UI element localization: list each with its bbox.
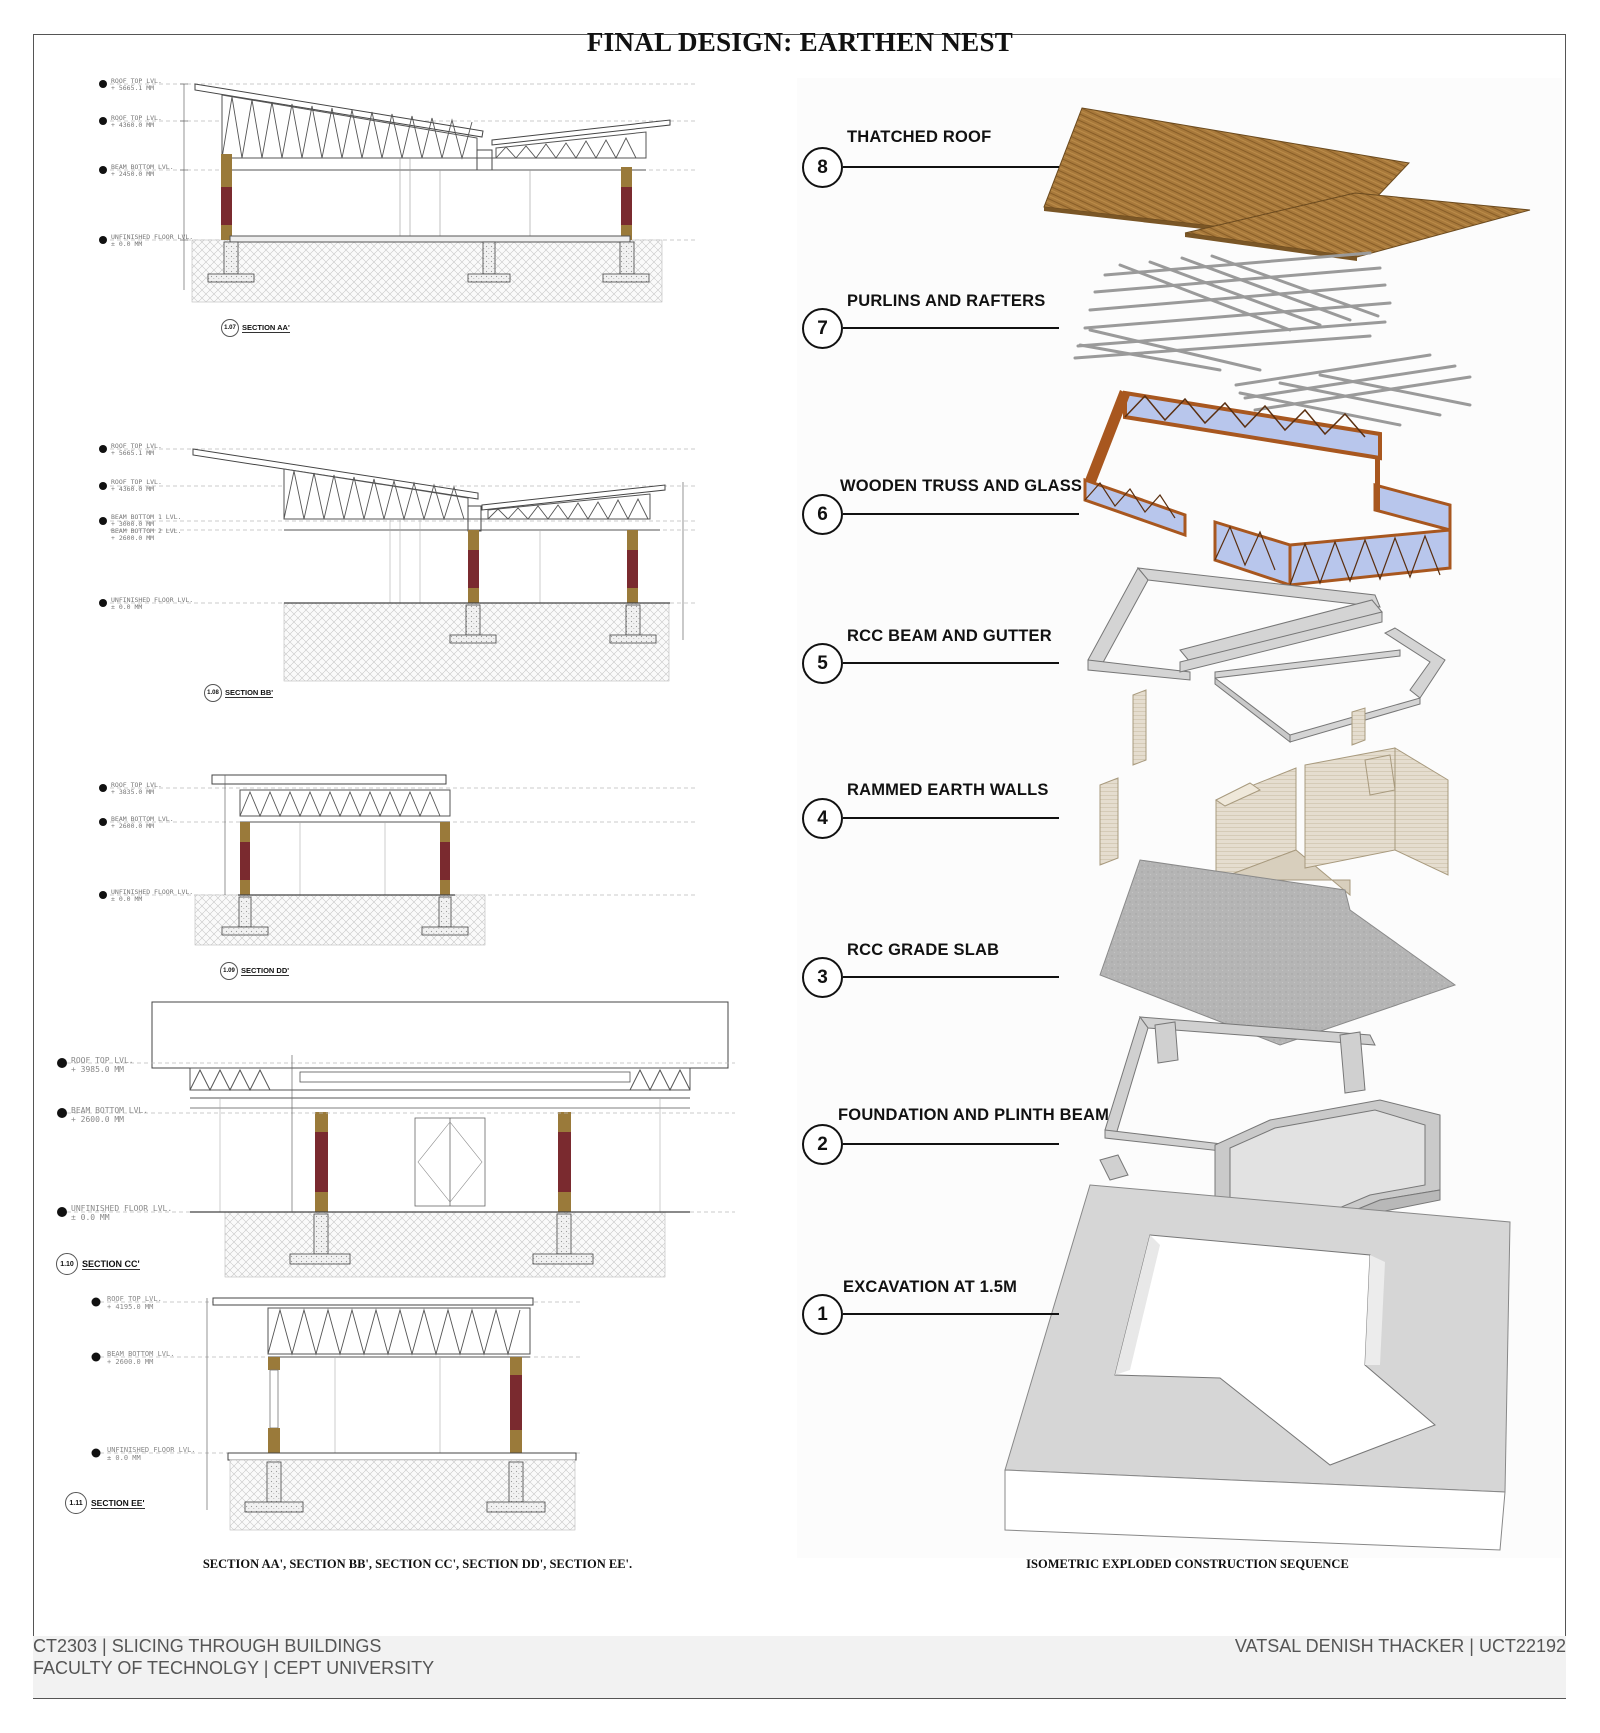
level-label: ROOF TOP LVL.+ 5665.1 MM (111, 77, 162, 92)
step-number: 6 (802, 494, 843, 535)
section-number: 1.11 (65, 1492, 87, 1514)
section-dd-drawing (110, 774, 695, 946)
leader-line (843, 513, 1079, 515)
level-label: BEAM BOTTOM LVL.+ 2600.0 MM (107, 1350, 175, 1366)
leader-line (843, 662, 1059, 664)
level-label: BEAM BOTTOM 1 LVL.+ 3000.0 MM (111, 513, 182, 528)
level-label: ROOF TOP LVL.+ 4360.0 MM (111, 114, 162, 129)
leader-line (843, 976, 1059, 978)
excavation-layer (1004, 1184, 1511, 1551)
sequence-caption: ISOMETRIC EXPLODED CONSTRUCTION SEQUENCE (1026, 1557, 1349, 1571)
course-title: CT2303 | SLICING THROUGH BUILDINGS (33, 1636, 382, 1656)
level-markers (57, 80, 107, 1458)
section-tag-bb: 1.08 SECTION BB' (204, 684, 274, 702)
step-number: 1 (802, 1294, 843, 1335)
section-number: 1.08 (204, 684, 222, 702)
level-label: UNFINISHED FLOOR LVL.± 0.0 MM (71, 1204, 173, 1222)
purlins-rafters-layer (1073, 251, 1472, 427)
step-label: WOODEN TRUSS AND GLASS (840, 477, 1083, 495)
author-name: VATSAL DENISH THACKER | UCT22192 (1234, 1636, 1566, 1656)
leader-line (843, 1143, 1059, 1145)
level-label: BEAM BOTTOM LVL.+ 2450.0 MM (111, 163, 174, 178)
step-label: RAMMED EARTH WALLS (847, 781, 1049, 799)
level-label: ROOF TOP LVL.+ 5665.1 MM (111, 442, 162, 457)
sections-caption: SECTION AA', SECTION BB', SECTION CC', S… (202, 1557, 633, 1571)
level-label: UNFINISHED FLOOR LVL.± 0.0 MM (111, 888, 194, 903)
section-ee-drawing (100, 1297, 580, 1531)
step-label: PURLINS AND RAFTERS (847, 292, 1046, 310)
section-title: SECTION BB' (225, 688, 274, 698)
section-cc-drawing (60, 1001, 735, 1278)
level-label: ROOF TOP LVL.+ 3835.0 MM (111, 781, 162, 796)
level-label: ROOF TOP LVL.+ 4360.0 MM (111, 478, 162, 493)
thatched-roof-layer (1043, 107, 1531, 261)
level-label: BEAM BOTTOM 2 LVL.+ 2600.0 MM (111, 527, 182, 542)
section-number: 1.09 (220, 962, 238, 980)
section-tag-aa: 1.07 SECTION AA' (221, 319, 290, 337)
step-number: 8 (802, 147, 843, 188)
level-label: UNFINISHED FLOOR LVL.± 0.0 MM (107, 1446, 196, 1462)
leader-line (843, 817, 1059, 819)
leader-line (843, 1313, 1059, 1315)
level-label: BEAM BOTTOM LVL.+ 2600.0 MM (111, 815, 174, 830)
step-number: 4 (802, 798, 843, 839)
level-label: ROOF TOP LVL.+ 3985.0 MM (71, 1056, 134, 1074)
section-title: SECTION DD' (241, 966, 290, 976)
step-number: 2 (802, 1124, 843, 1165)
level-label: UNFINISHED FLOOR LVL.± 0.0 MM (111, 233, 194, 248)
rammed-earth-layer (1099, 689, 1449, 897)
step-number: 7 (802, 308, 843, 349)
level-label: UNFINISHED FLOOR LVL.± 0.0 MM (111, 596, 194, 611)
section-number: 1.10 (56, 1253, 78, 1275)
step-number: 3 (802, 957, 843, 998)
step-label: RCC BEAM AND GUTTER (847, 627, 1052, 645)
faculty-name: FACULTY OF TECHNOLGY | CEPT UNIVERSITY (33, 1658, 435, 1678)
section-tag-ee: 1.11 SECTION EE' (65, 1492, 145, 1514)
section-aa-drawing (110, 83, 695, 303)
rcc-grade-slab-layer (1099, 859, 1457, 1046)
sheet-frame (33, 34, 1566, 1699)
section-bb-drawing (110, 448, 695, 682)
rcc-beam-gutter-layer (1087, 567, 1446, 744)
truss-glass-layer (1083, 390, 1452, 588)
section-tag-dd: 1.09 SECTION DD' (220, 962, 290, 980)
section-title: SECTION EE' (91, 1497, 145, 1509)
leader-line (843, 327, 1059, 329)
section-title: SECTION AA' (242, 323, 290, 333)
level-label: ROOF TOP LVL.+ 4195.0 MM (107, 1295, 162, 1311)
leader-line (843, 166, 1059, 168)
step-label: RCC GRADE SLAB (847, 941, 1000, 959)
level-label: BEAM BOTTOM LVL.+ 2600.0 MM (71, 1106, 149, 1124)
step-label: EXCAVATION AT 1.5M (843, 1278, 1018, 1296)
sheet-title: FINAL DESIGN: EARTHEN NEST (586, 27, 1014, 57)
step-number: 5 (802, 643, 843, 684)
section-tag-cc: 1.10 SECTION CC' (56, 1253, 140, 1275)
section-title: SECTION CC' (82, 1258, 140, 1270)
section-number: 1.07 (221, 319, 239, 337)
step-label: FOUNDATION AND PLINTH BEAM (838, 1106, 1110, 1124)
step-label: THATCHED ROOF (847, 128, 992, 146)
footer-bar: CT2303 | SLICING THROUGH BUILDINGS FACUL… (33, 1636, 1566, 1698)
